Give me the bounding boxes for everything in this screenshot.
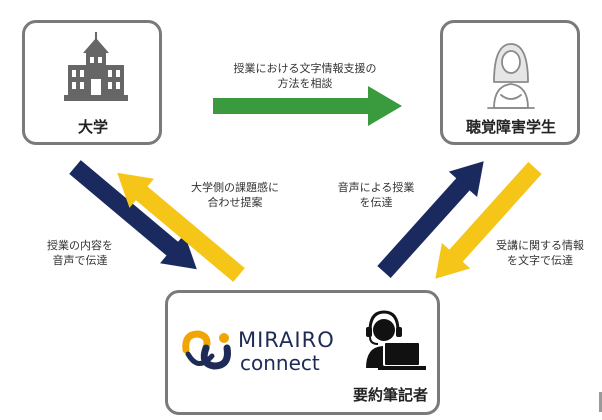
university-label: 大学 xyxy=(78,118,109,136)
mirairo-logo-icon xyxy=(182,330,231,370)
arrow-connect-to-student xyxy=(377,161,484,279)
edge-mark xyxy=(599,392,602,412)
arrow-university-to-student xyxy=(213,86,402,126)
label-university-to-student: 授業における文字情報支援の 方法を相談 xyxy=(233,62,377,90)
student-person-icon xyxy=(487,43,535,109)
brand-subname: connect xyxy=(240,351,320,375)
label-connect-to-university: 大学側の課題感に 合わせ提案 xyxy=(191,181,279,209)
label-university-to-connect: 授業の内容を 音声で伝達 xyxy=(47,239,113,267)
arrow-connect-to-university xyxy=(117,172,245,282)
headset-writer-icon xyxy=(366,310,426,370)
university-building-icon xyxy=(64,32,128,101)
label-student-to-connect: 受講に関する情報 を文字で伝達 xyxy=(496,239,584,267)
arrow-university-to-connect xyxy=(69,160,197,270)
writer-label: 要約筆記者 xyxy=(353,386,429,404)
label-connect-to-student: 音声による授業 を伝達 xyxy=(337,181,415,209)
arrow-student-to-connect xyxy=(435,161,542,279)
student-label: 聴覚障害学生 xyxy=(466,118,557,136)
university-node xyxy=(22,20,162,145)
brand-name: MIRAIRO xyxy=(238,328,335,352)
